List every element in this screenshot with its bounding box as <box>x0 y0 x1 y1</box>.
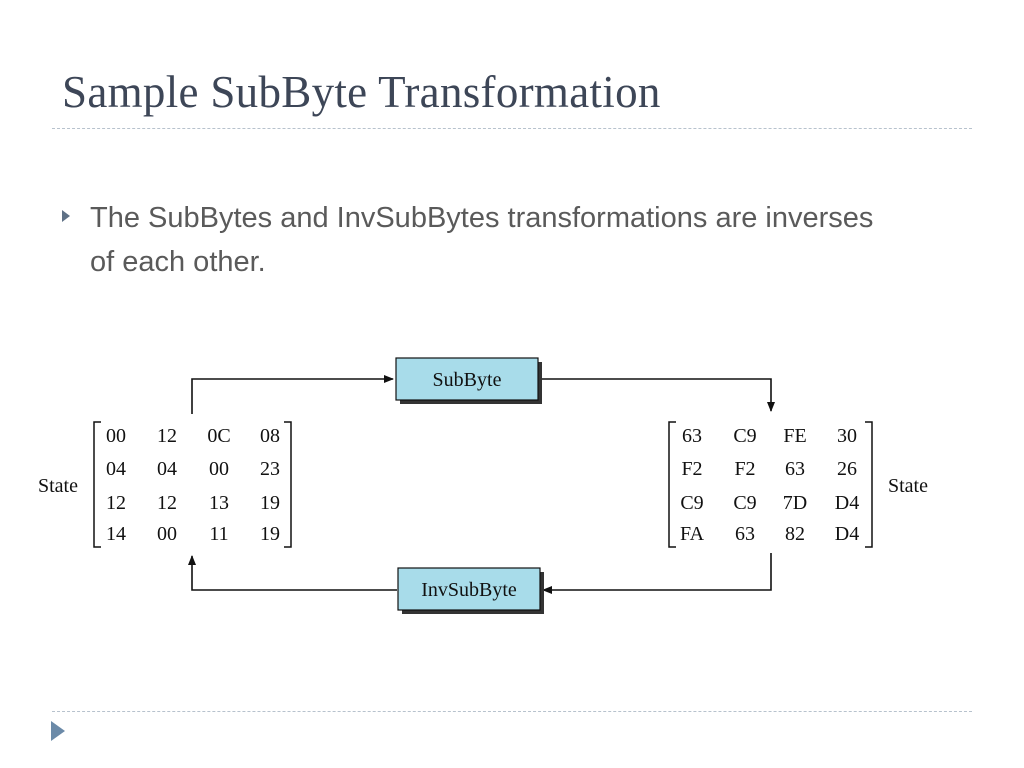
matrix-cell: C9 <box>733 425 756 447</box>
matrix-cell: 82 <box>785 523 805 545</box>
inverse-arrow-out <box>188 555 397 591</box>
slide-nav-arrow-icon[interactable] <box>51 721 65 741</box>
subbyte-label: SubByte <box>433 369 502 391</box>
matrix-cell: F2 <box>681 458 702 480</box>
matrix-cell: 19 <box>260 492 280 514</box>
matrix-cell: 30 <box>837 425 857 447</box>
matrix-cell: 12 <box>157 425 177 447</box>
matrix-cell: 08 <box>260 425 280 447</box>
matrix-cell: 7D <box>783 492 807 514</box>
left-matrix-close-bracket <box>284 421 292 548</box>
matrix-cell: 00 <box>157 523 177 545</box>
subbyte-box-face <box>395 357 539 401</box>
bullet-text: The SubBytes and InvSubBytes transformat… <box>90 202 874 278</box>
matrix-cell: 12 <box>106 492 126 514</box>
matrix-cell: FE <box>783 425 806 447</box>
left-state-label: State <box>38 475 78 497</box>
matrix-cell: C9 <box>680 492 703 514</box>
inverse-arrow-in <box>542 553 772 594</box>
matrix-cell: 00 <box>209 458 229 480</box>
matrix-cell: FA <box>680 523 705 545</box>
invsubbyte-label: InvSubByte <box>421 579 517 601</box>
matrix-cell: 04 <box>157 458 177 480</box>
matrix-cell: 0C <box>207 425 230 447</box>
bullet-triangle-icon <box>62 210 70 222</box>
matrix-cell: 11 <box>209 523 228 545</box>
right-state-label: State <box>888 475 928 497</box>
right-matrix-open-bracket <box>668 421 676 548</box>
matrix-cell: C9 <box>733 492 756 514</box>
matrix-cell: 19 <box>260 523 280 545</box>
bullet-item: The SubBytes and InvSubBytes transformat… <box>62 196 942 284</box>
invsubbyte-box-face <box>397 567 541 611</box>
matrix-cell: 13 <box>209 492 229 514</box>
matrix-cell: 14 <box>106 523 126 545</box>
matrix-cell: D4 <box>835 492 859 514</box>
matrix-cell: 63 <box>682 425 702 447</box>
matrix-cell: 12 <box>157 492 177 514</box>
matrix-cell: 63 <box>735 523 755 545</box>
matrix-cell: D4 <box>835 523 859 545</box>
left-state-matrix: 00 12 0C 08 04 04 00 23 12 12 13 19 14 00 11 19 <box>106 425 280 545</box>
matrix-cell: 63 <box>785 458 805 480</box>
invsubbyte-box: InvSubByte <box>397 567 544 614</box>
matrix-cell: 04 <box>106 458 126 480</box>
matrix-cell: 00 <box>106 425 126 447</box>
left-matrix-open-bracket <box>93 421 101 548</box>
footer-divider <box>52 711 972 712</box>
forward-arrow-out <box>540 378 775 412</box>
title-divider <box>52 128 972 129</box>
matrix-cell: 26 <box>837 458 857 480</box>
matrix-cell: 23 <box>260 458 280 480</box>
right-matrix-close-bracket <box>865 421 873 548</box>
forward-arrow-in <box>191 375 394 414</box>
subbyte-box: SubByte <box>395 357 542 404</box>
matrix-cell: F2 <box>734 458 755 480</box>
slide-title: Sample SubByte Transformation <box>62 67 661 117</box>
